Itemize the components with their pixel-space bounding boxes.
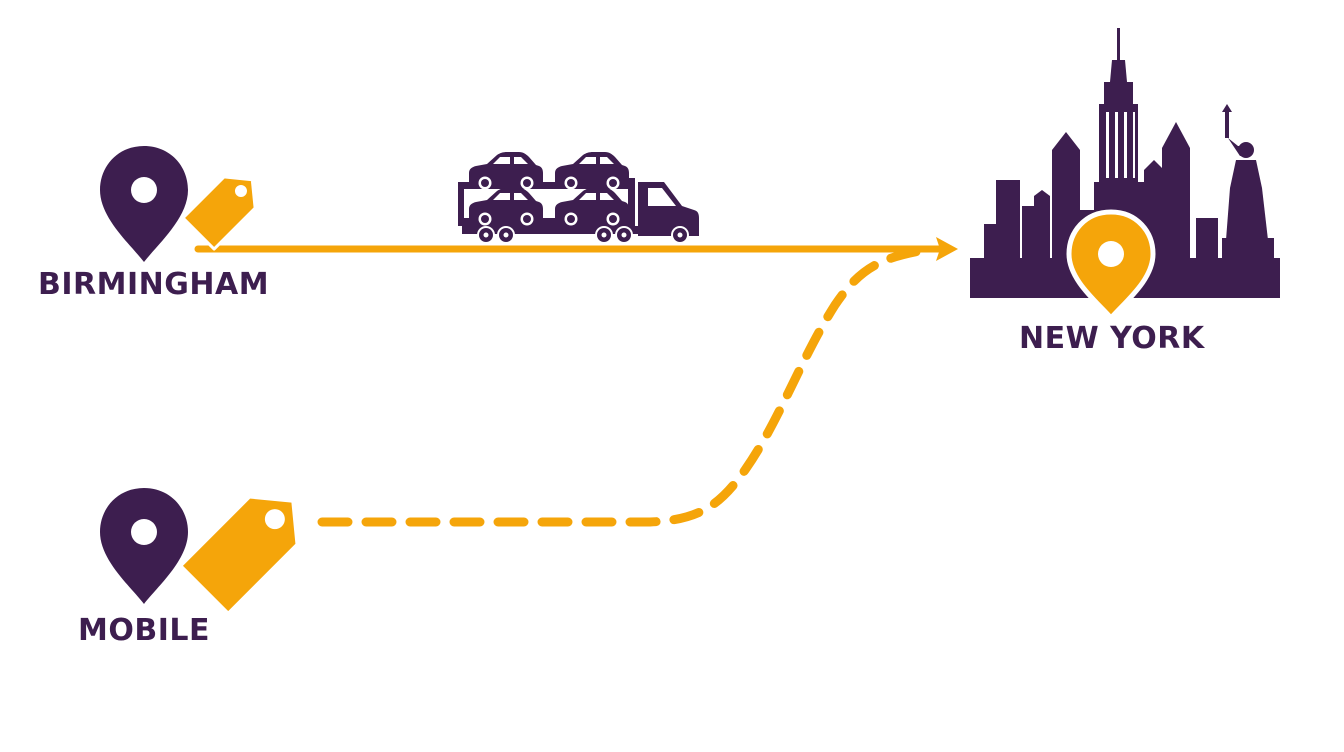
- origin-mobile: MOBILE: [78, 488, 300, 648]
- price-tag-icon: [181, 175, 257, 251]
- car-carrier-truck-icon: [458, 152, 699, 244]
- route-mobile-new-york: [317, 245, 930, 527]
- location-pin-icon: [100, 488, 188, 604]
- origin-label: MOBILE: [78, 613, 210, 648]
- destination-label: NEW YORK: [1019, 321, 1206, 356]
- arrow-head-icon: [936, 237, 958, 261]
- location-pin-icon: [100, 146, 188, 262]
- destination-new-york: NEW YORK: [970, 28, 1280, 356]
- origin-birmingham: BIRMINGHAM: [38, 146, 269, 302]
- route-birmingham-new-york: [194, 237, 958, 261]
- price-tag-icon: [178, 494, 300, 616]
- location-pin-icon: [1066, 209, 1156, 322]
- origin-label: BIRMINGHAM: [38, 267, 269, 302]
